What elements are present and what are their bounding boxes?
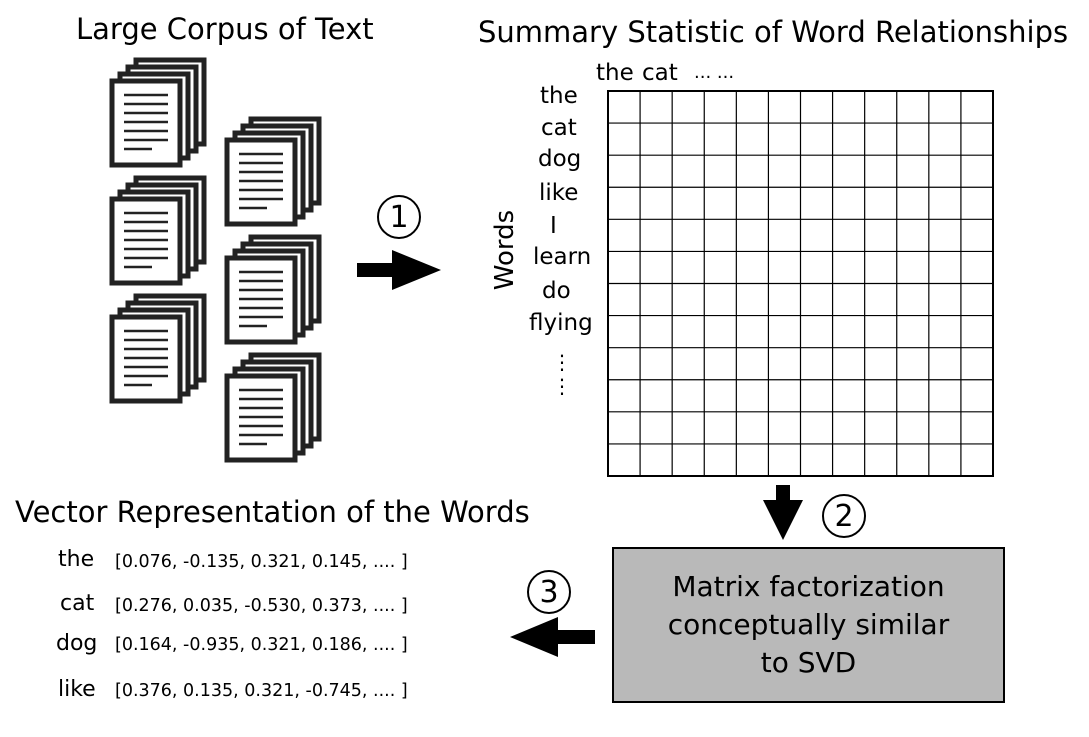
- down-arrow-icon: [763, 485, 803, 540]
- document-stack-icon: [112, 178, 204, 283]
- document-stack-icon: [227, 355, 319, 460]
- vector-values: [0.376, 0.135, 0.321, -0.745, .... ]: [115, 681, 408, 701]
- vector-values: [0.164, -0.935, 0.321, 0.186, .... ]: [115, 635, 408, 655]
- vectors-title: Vector Representation of the Words: [15, 495, 530, 529]
- vector-values: [0.076, -0.135, 0.321, 0.145, .... ]: [115, 552, 408, 572]
- row-label: I: [550, 213, 557, 239]
- document-stack-icon: [227, 237, 319, 342]
- step-2-marker: 2: [822, 494, 866, 538]
- column-header: the: [596, 60, 634, 86]
- column-header-ellipsis: ... ...: [694, 62, 735, 83]
- row-label: dog: [538, 146, 582, 172]
- vector-word: dog: [56, 631, 98, 656]
- vector-values: [0.276, 0.035, -0.530, 0.373, .... ]: [115, 596, 408, 616]
- row-label: cat: [541, 115, 577, 141]
- factorization-line: Matrix factorization: [672, 570, 945, 603]
- matrix-grid: [607, 90, 994, 477]
- step-1-marker: 1: [377, 195, 421, 239]
- matrix-axis-label: Words: [490, 209, 520, 291]
- summary-title: Summary Statistic of Word Relationships: [478, 15, 1069, 49]
- row-label: the: [540, 83, 578, 109]
- row-label: learn: [533, 244, 592, 270]
- document-stack-icon: [112, 60, 204, 165]
- factorization-line: to SVD: [760, 646, 857, 679]
- document-stack-icon: [112, 296, 204, 401]
- step-3-marker: 3: [527, 570, 571, 614]
- vector-word: cat: [60, 591, 95, 616]
- left-arrow-icon: [510, 617, 595, 657]
- vector-word: the: [58, 547, 95, 572]
- document-stack-icon: [227, 119, 319, 224]
- vector-word: like: [58, 677, 96, 702]
- row-label: like: [539, 180, 579, 206]
- matrix-factorization-box: Matrix factorization conceptually simila…: [612, 547, 1005, 703]
- right-arrow-icon: [357, 250, 441, 290]
- row-label: do: [542, 278, 571, 304]
- corpus-title: Large Corpus of Text: [76, 12, 374, 46]
- row-label: flying: [529, 310, 593, 336]
- factorization-line: conceptually similar: [667, 608, 950, 641]
- row-ellipsis: ⋮ ⋮: [552, 350, 572, 398]
- column-header: cat: [642, 60, 678, 86]
